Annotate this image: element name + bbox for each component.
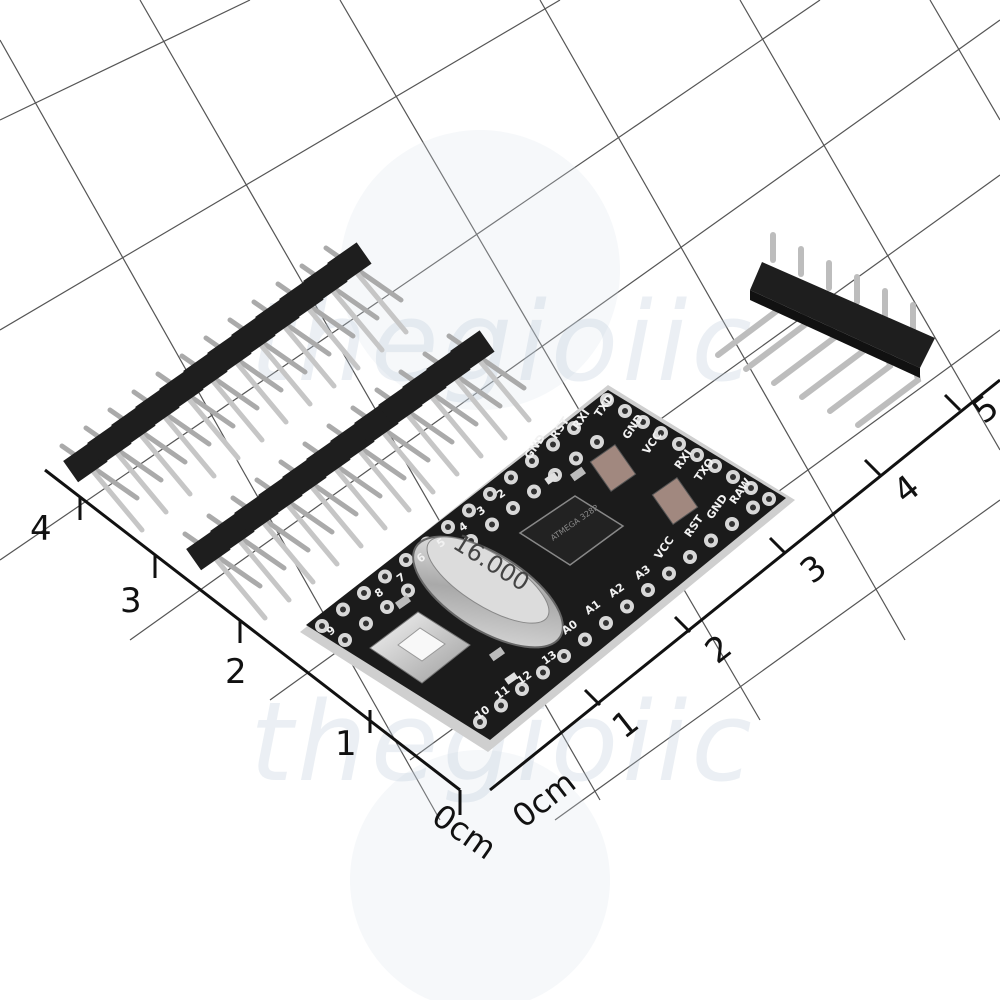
pad-hole [363, 620, 369, 627]
header-pin [303, 477, 364, 549]
pad-hole [561, 653, 567, 659]
pad-hole [573, 455, 579, 462]
header-pin [300, 299, 361, 371]
tantalum-capacitors [589, 443, 699, 526]
pad-hole [384, 604, 390, 610]
scale-tick-b5: 5 [965, 387, 1000, 432]
scale-tick-2: 2 [225, 652, 247, 692]
pad-hole [748, 485, 754, 491]
pad-hole [750, 504, 756, 511]
pad-hole [624, 603, 630, 610]
scale-tick-b3: 3 [793, 547, 835, 592]
pad-hole [529, 458, 535, 464]
header-pin [252, 335, 313, 407]
pad-hole [405, 587, 411, 594]
scale-axis-b [489, 378, 1000, 792]
pad-hole [658, 430, 664, 436]
pad-hole [508, 474, 514, 481]
header-pin [423, 387, 484, 459]
header-pin [132, 425, 193, 497]
pad-hole [531, 488, 537, 495]
pad-hole [540, 669, 546, 676]
pad-hole [477, 719, 483, 725]
reset-button [369, 611, 471, 684]
pad-hole [594, 439, 600, 445]
right-angle-pin-header-6 [715, 232, 935, 428]
scale-tick-3: 3 [120, 581, 142, 621]
pad-hole [712, 463, 718, 469]
pad-hole [676, 441, 682, 447]
header-pin [180, 389, 241, 461]
pad-hole [687, 554, 693, 560]
pad-hole [498, 702, 504, 709]
header-pin [156, 407, 217, 479]
pad-hole [729, 521, 735, 527]
pad-hole [708, 537, 714, 544]
pad-hole [510, 505, 516, 511]
scale-tick-b2: 2 [698, 627, 740, 672]
header-pin [108, 443, 169, 515]
header-plastic-block [327, 242, 372, 285]
straight-pin-header-12 [59, 242, 409, 533]
pad-hole [319, 623, 325, 629]
scale-tick-b4: 4 [886, 467, 928, 512]
pad-hole [489, 521, 495, 528]
header-pin [255, 513, 316, 585]
pad-hole [622, 408, 628, 414]
header-pin [204, 371, 265, 443]
header-pin [231, 531, 292, 603]
pad-hole [466, 507, 472, 514]
pad-hole [382, 573, 388, 580]
header-plastic-block [450, 330, 495, 373]
pad-hole [640, 419, 646, 425]
header-pin [399, 405, 460, 477]
pad-hole [645, 587, 651, 593]
scale-tick-1: 1 [335, 724, 357, 764]
header-pin [447, 369, 508, 441]
pad-hole [487, 491, 493, 497]
pad-hole [342, 637, 348, 643]
header-pin [327, 459, 388, 531]
header-pin [351, 441, 412, 513]
header-pin [228, 353, 289, 425]
pad-hole [666, 570, 672, 577]
header-pin [324, 281, 385, 353]
arduino-pro-mini-board: 16.000 ATMEGA 328P 23456789TXDRXIRSTGNDR… [300, 385, 795, 752]
straight-pin-header-12b [182, 330, 532, 621]
pad-hole [340, 606, 346, 613]
scale-axis-a [44, 468, 462, 815]
header-pin [375, 423, 436, 495]
pad-hole [582, 636, 588, 643]
header-pin [276, 317, 337, 389]
pad-hole [403, 557, 409, 563]
header-pin [348, 263, 409, 335]
header-pin [279, 495, 340, 567]
pad-hole [766, 496, 772, 502]
pad-hole [694, 452, 700, 458]
pad-hole [361, 590, 367, 596]
scale-tick-4: 4 [30, 509, 52, 549]
smd-components [394, 466, 587, 685]
header-pin [471, 351, 532, 423]
pad-hole [550, 441, 556, 448]
header-pin [84, 461, 145, 533]
header-pin [207, 549, 268, 621]
pad-hole [604, 397, 610, 403]
pad-hole [730, 474, 736, 480]
pad-hole [519, 686, 525, 692]
pad-hole [445, 524, 451, 530]
pad-hole [571, 425, 577, 431]
atmega-chip: ATMEGA 328P [518, 495, 625, 566]
pad-hole [603, 620, 609, 626]
